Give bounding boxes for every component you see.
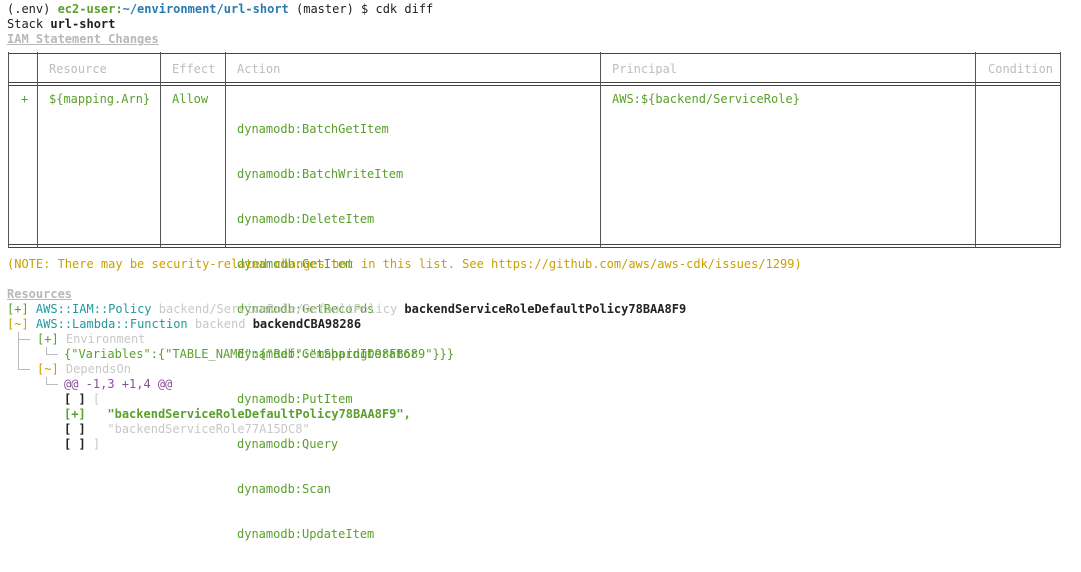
resource-marker: [~] — [7, 317, 29, 331]
resource-marker: [+] — [7, 302, 29, 316]
shell-prompt: (.env) ec2-user:~/environment/url-short … — [7, 2, 433, 17]
tree-branch-line — [18, 369, 30, 370]
action-item: dynamodb:GetItem — [237, 257, 353, 271]
col-divider — [225, 52, 226, 248]
command-text: cdk diff — [375, 2, 434, 16]
table-header-border — [8, 82, 1061, 86]
environment-value: {"Variables":{"TABLE_NAME":{"Ref":"mappi… — [64, 347, 455, 361]
diff-line: [ ] ] — [64, 437, 100, 452]
property-marker: [+] — [37, 332, 59, 346]
row-change-sign: + — [21, 92, 29, 106]
col-divider — [600, 52, 601, 248]
action-item: dynamodb:UpdateItem — [237, 527, 375, 541]
prompt-symbol: $ — [361, 2, 376, 16]
resource-logical-id: backendCBA98286 — [252, 317, 362, 331]
action-item: dynamodb:PutItem — [237, 392, 353, 406]
row-effect: Allow — [172, 92, 209, 106]
diff-marker: [+] — [64, 407, 86, 421]
header-condition: Condition — [988, 62, 1054, 76]
col-divider — [160, 52, 161, 248]
header-action: Action — [237, 62, 281, 76]
iam-heading: IAM Statement Changes — [7, 32, 159, 46]
action-item: dynamodb:BatchWriteItem — [237, 167, 404, 181]
resource-path: backend/ServiceRole/DefaultPolicy — [158, 302, 398, 316]
user-host: ec2-user: — [57, 2, 123, 16]
git-branch: (master) — [288, 2, 362, 16]
diff-text: [ — [92, 392, 101, 406]
diff-line: [+] "backendServiceRoleDefaultPolicy78BA… — [64, 407, 411, 422]
action-item: dynamodb:DeleteItem — [237, 212, 375, 226]
col-divider — [37, 52, 38, 248]
row-resource: ${mapping.Arn} — [49, 92, 151, 106]
action-item: dynamodb:GetRecords — [237, 302, 375, 316]
action-item: dynamodb:GetShardIterator — [237, 347, 418, 361]
diff-text: "backendServiceRole77A15DC8" — [107, 422, 310, 436]
resource-path: backend — [194, 317, 246, 331]
col-divider — [1060, 52, 1061, 248]
row-actions: dynamodb:BatchGetItem dynamodb:BatchWrit… — [237, 92, 418, 572]
header-effect: Effect — [172, 62, 216, 76]
diff-line: [ ] [ — [64, 392, 100, 407]
diff-hunk-header: @@ -1,3 +1,4 @@ — [64, 377, 173, 391]
terminal-window: (.env) ec2-user:~/environment/url-short … — [7, 2, 1061, 541]
property-label: DependsOn — [65, 362, 131, 376]
iam-statement-table: Resource Effect Action Principal Conditi… — [8, 52, 1061, 541]
col-divider — [8, 52, 9, 248]
diff-text: ] — [92, 437, 101, 451]
tree-branch-line — [18, 339, 30, 340]
tree-branch-line — [46, 384, 58, 385]
row-principal: AWS:${backend/ServiceRole} — [612, 92, 800, 106]
venv-label: (.env) — [7, 2, 58, 16]
table-top-border — [8, 53, 1061, 54]
tree-branch-line — [46, 354, 58, 355]
stack-label: Stack — [7, 17, 51, 31]
dependson-property: [~] DependsOn — [37, 362, 131, 377]
diff-marker: [ ] — [64, 422, 86, 436]
resource-type: AWS::IAM::Policy — [35, 302, 152, 316]
property-marker: [~] — [37, 362, 59, 376]
tree-branch-line — [46, 347, 47, 354]
resource-type: AWS::Lambda::Function — [35, 317, 188, 331]
header-resource: Resource — [49, 62, 107, 76]
action-item: dynamodb:Query — [237, 437, 339, 451]
action-item: dynamodb:BatchGetItem — [237, 122, 389, 136]
diff-marker: [ ] — [64, 392, 86, 406]
tree-branch-line — [18, 332, 19, 370]
stack-name: url-short — [50, 17, 116, 31]
resource-row: [~] AWS::Lambda::Function backend backen… — [7, 317, 361, 332]
security-note: (NOTE: There may be security-related cha… — [7, 257, 802, 271]
diff-marker: [ ] — [64, 437, 86, 451]
working-directory: ~/environment/url-short — [122, 2, 289, 16]
action-item: dynamodb:Scan — [237, 482, 331, 496]
property-label: Environment — [65, 332, 146, 346]
resource-logical-id: backendServiceRoleDefaultPolicy78BAA8F9 — [404, 302, 687, 316]
resource-row: [+] AWS::IAM::Policy backend/ServiceRole… — [7, 302, 686, 317]
resources-heading: Resources — [7, 287, 73, 301]
stack-line: Stack url-short — [7, 17, 115, 32]
tree-branch-line — [46, 377, 47, 384]
diff-line: [ ] "backendServiceRole77A15DC8" — [64, 422, 310, 437]
col-divider — [975, 52, 976, 248]
diff-text: "backendServiceRoleDefaultPolicy78BAA8F9… — [107, 407, 411, 421]
header-principal: Principal — [612, 62, 678, 76]
table-bottom-border — [8, 244, 1061, 248]
environment-property: [+] Environment — [37, 332, 145, 347]
